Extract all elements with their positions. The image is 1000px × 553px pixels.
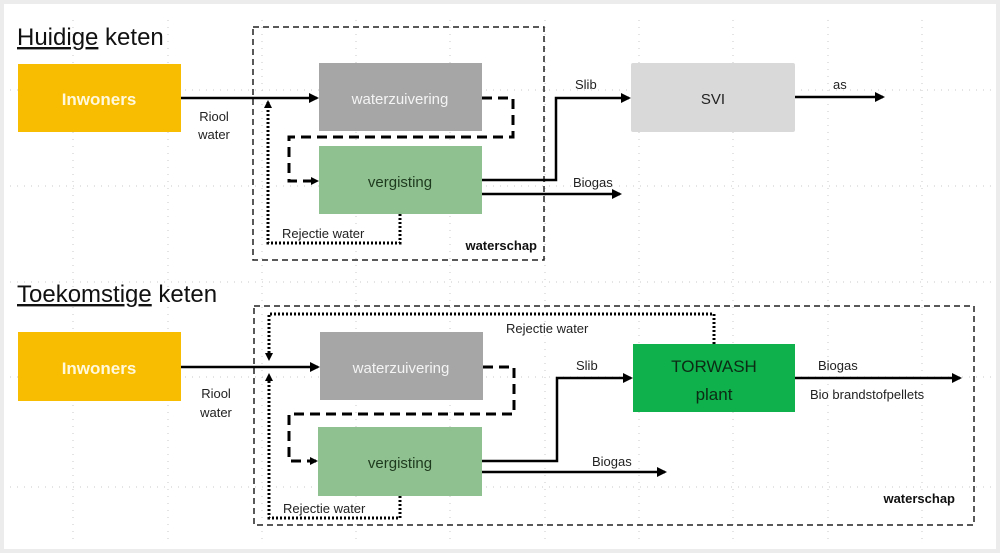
vergisting-box bbox=[318, 427, 482, 496]
waterschap-label: waterschap bbox=[464, 238, 537, 253]
future-chain-title: Toekomstige keten bbox=[17, 281, 217, 308]
rejectie-water-top-arrow bbox=[265, 312, 716, 361]
as-label: as bbox=[833, 77, 847, 92]
bio-brandstofpellets-label: Bio brandstofpellets bbox=[810, 387, 925, 402]
waterschap-label: waterschap bbox=[882, 491, 955, 506]
torwash-plant-box bbox=[633, 344, 795, 412]
waterzuivering-label: waterzuivering bbox=[352, 360, 450, 377]
sludge-transfer-arrow bbox=[287, 96, 515, 185]
slib-label: Slib bbox=[576, 358, 598, 373]
waterzuivering-box bbox=[319, 63, 482, 131]
riool-water-label-line1: Riool bbox=[201, 386, 231, 401]
slib-arrow bbox=[482, 373, 633, 463]
current-chain-title: Huidige keten bbox=[17, 24, 164, 51]
riool-water-label-line2: water bbox=[197, 127, 230, 142]
rejectie-water-bottom-label: Rejectie water bbox=[283, 501, 366, 516]
torwash-biogas-label: Biogas bbox=[818, 358, 858, 373]
vergisting-label: vergisting bbox=[368, 455, 432, 472]
inwoners-box bbox=[18, 332, 181, 401]
rejectie-water-label: Rejectie water bbox=[282, 226, 365, 241]
slib-label: Slib bbox=[575, 77, 597, 92]
biogas-label: Biogas bbox=[592, 454, 632, 469]
torwash-label-line2: plant bbox=[696, 385, 733, 404]
inwoners-label: Inwoners bbox=[62, 90, 137, 109]
inwoners-box bbox=[18, 64, 181, 132]
svi-box bbox=[631, 63, 795, 132]
waterzuivering-box bbox=[320, 332, 483, 400]
vergisting-box bbox=[319, 146, 482, 214]
torwash-label-line1: TORWASH bbox=[671, 357, 757, 376]
waterzuivering-label: waterzuivering bbox=[351, 91, 449, 108]
future-chain: Toekomstige keten waterschap Inwoners wa… bbox=[17, 281, 975, 526]
vergisting-label: vergisting bbox=[368, 174, 432, 191]
waterschap-boundary bbox=[253, 305, 975, 526]
inwoners-label: Inwoners bbox=[62, 359, 137, 378]
riool-water-label-line2: water bbox=[199, 405, 232, 420]
rejectie-water-top-label: Rejectie water bbox=[506, 321, 589, 336]
waterschap-boundary bbox=[252, 26, 545, 261]
rejectie-water-bottom-arrow bbox=[265, 373, 402, 520]
sludge-transfer-arrow bbox=[287, 365, 516, 465]
biogas-label: Biogas bbox=[573, 175, 613, 190]
riool-water-label-line1: Riool bbox=[199, 109, 229, 124]
svi-label: SVI bbox=[701, 91, 725, 108]
current-chain: Huidige keten waterschap Inwoners waterz… bbox=[17, 24, 885, 261]
slib-arrow bbox=[482, 93, 631, 182]
